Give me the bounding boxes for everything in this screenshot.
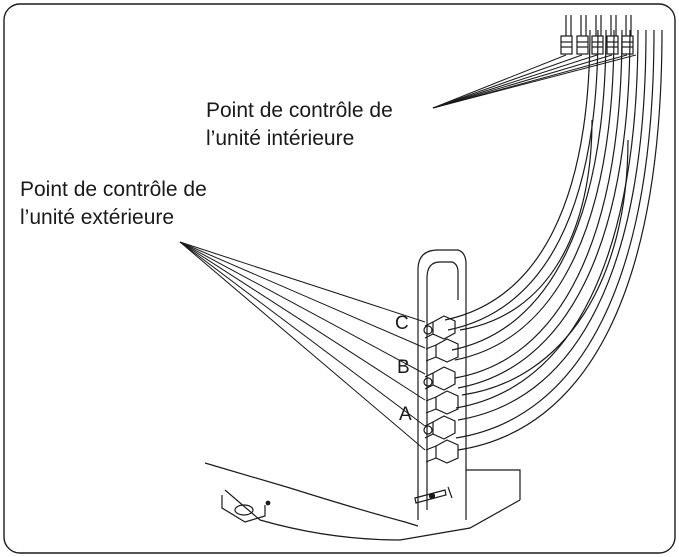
indoor-label-line-2: l’unité intérieure: [206, 127, 355, 150]
indoor-label-line-1: Point de contrôle de: [206, 99, 393, 122]
pipe-4: [454, 29, 615, 361]
service-panel-inner: [426, 261, 459, 510]
diagram-border: [3, 3, 676, 554]
foot-slot: [234, 504, 254, 516]
service-panel: [417, 249, 521, 520]
outdoor-label-line-1: Point de contrôle de: [20, 178, 207, 201]
outdoor-leader-lines: [179, 241, 426, 451]
indoor-leader-lines: [432, 54, 637, 109]
pipe-9: [455, 29, 655, 439]
outdoor-unit-base: [224, 489, 521, 541]
pipe-3: [451, 29, 607, 351]
valve-letter-b: B: [397, 357, 410, 378]
pipe-8: [457, 29, 647, 421]
pipe-5: [454, 29, 623, 379]
outdoor-label-line-2: l’unité extérieure: [20, 206, 175, 229]
indoor-connectors: [560, 15, 634, 55]
pipe-6: [457, 29, 631, 389]
pipe-7: [455, 29, 639, 409]
pipe-2: [447, 29, 599, 331]
pipe-10: [457, 29, 663, 451]
panel-handle: [414, 489, 447, 504]
foot-screw: [265, 500, 271, 506]
valve-letter-a: A: [399, 404, 412, 425]
valve-group-b: [423, 366, 459, 415]
valve-group-c: [423, 315, 459, 363]
valve-letter-c: C: [395, 313, 409, 334]
outdoor-unit-foot: [221, 495, 266, 523]
outdoor-unit-edge: [204, 462, 419, 527]
valve-group-a: [423, 415, 459, 464]
pipe-1: [444, 29, 591, 321]
